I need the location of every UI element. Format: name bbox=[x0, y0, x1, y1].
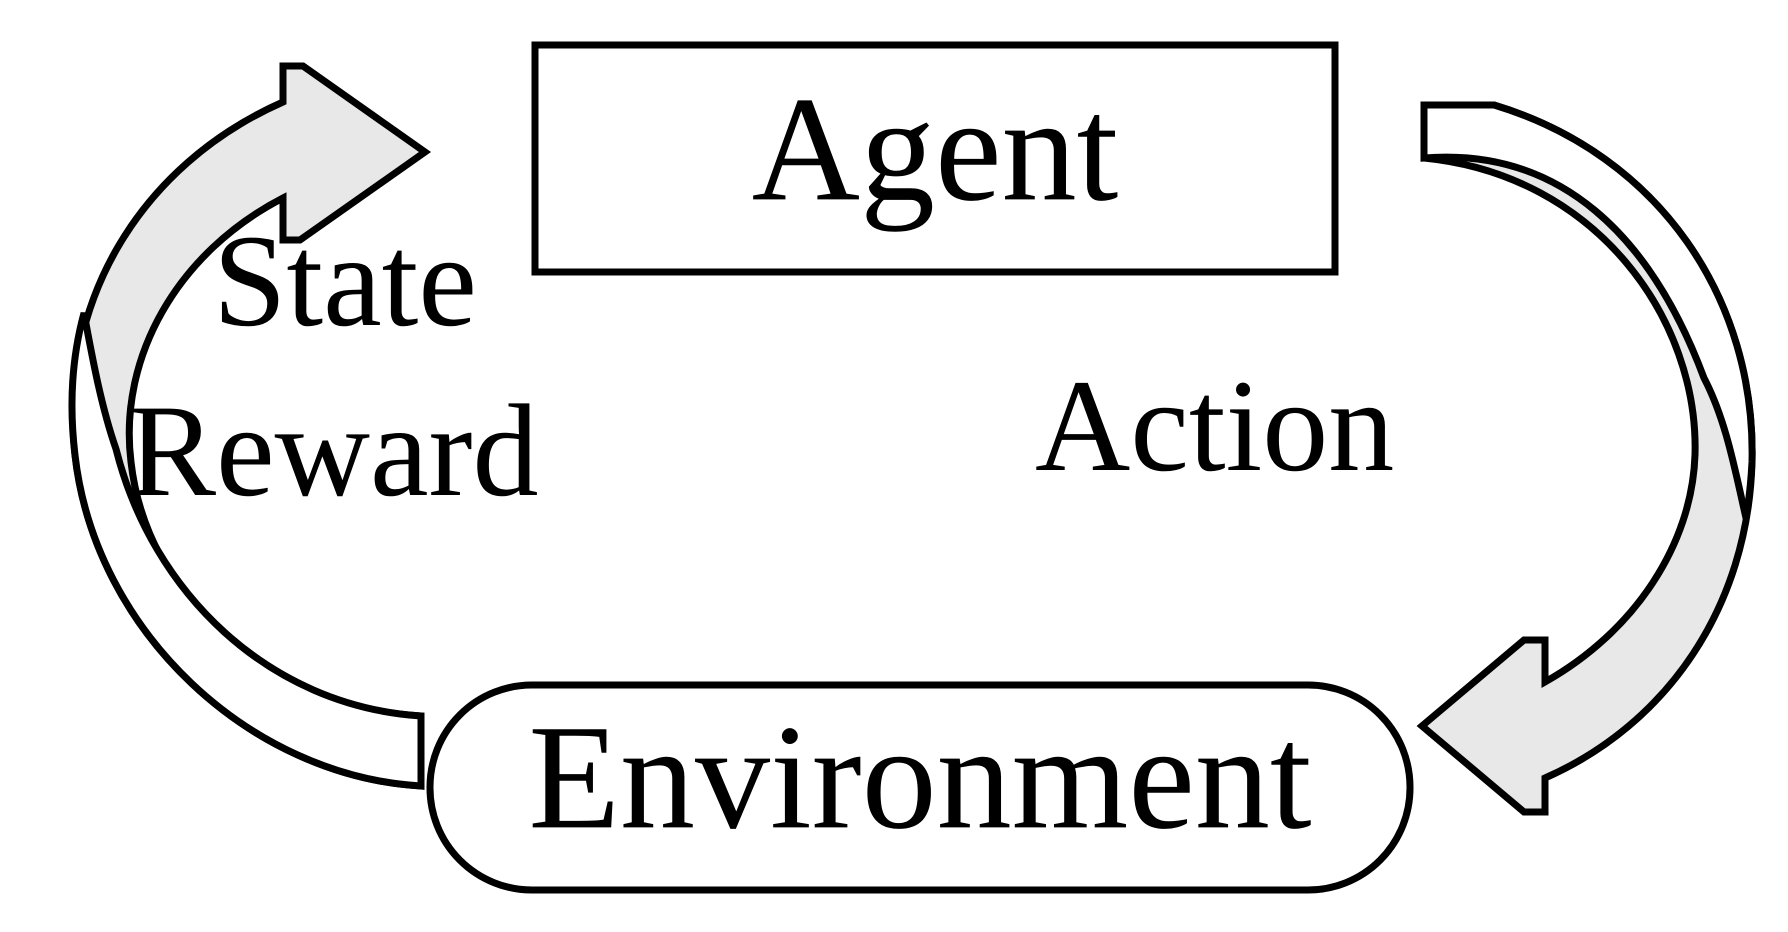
agent-label: Agent bbox=[752, 66, 1119, 232]
reward-label: Reward bbox=[128, 377, 539, 524]
action-arrow-band bbox=[1416, 101, 1756, 816]
state-reward-arrow-tail-segment bbox=[68, 312, 425, 790]
agent-node[interactable]: Agent bbox=[531, 41, 1339, 276]
agent-box[interactable] bbox=[531, 41, 1339, 276]
environment-box[interactable] bbox=[426, 681, 1414, 894]
action-arrow-tail-segment bbox=[1420, 101, 1756, 519]
state-label: State bbox=[213, 207, 477, 354]
action-arrow bbox=[1416, 101, 1756, 816]
state-reward-arrow bbox=[68, 62, 432, 790]
action-label: Action bbox=[1035, 352, 1394, 499]
environment-node[interactable]: Environment bbox=[426, 681, 1414, 894]
environment-label: Environment bbox=[528, 694, 1311, 860]
